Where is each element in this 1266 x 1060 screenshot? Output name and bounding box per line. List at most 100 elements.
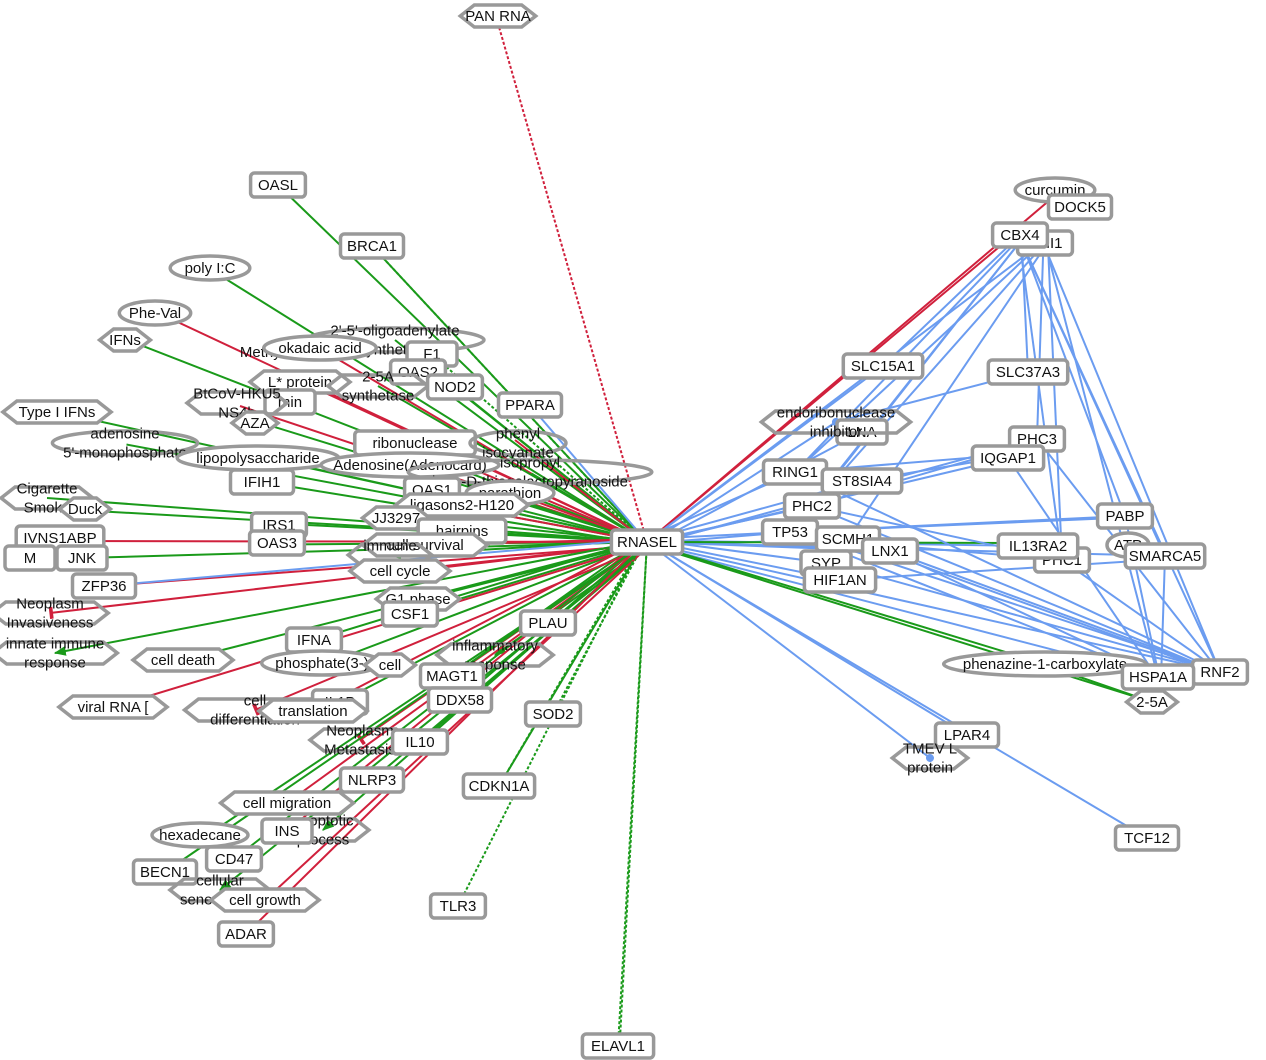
node-cdkn1a[interactable]: CDKN1A [461,772,537,800]
node-ribonuclease[interactable]: ribonuclease [353,429,477,457]
node-label: M [24,550,37,567]
node-tlr3[interactable]: TLR3 [428,892,488,920]
node-typei[interactable]: Type I IFNs [0,399,114,425]
node-phenazine[interactable]: phenazine-1-carboxylate [941,650,1149,678]
node-rnf2[interactable]: RNF2 [1190,658,1250,686]
node-a25[interactable]: 2-5A [1123,689,1181,715]
node-hspa1a[interactable]: HSPA1A [1120,663,1196,691]
node-hif1an[interactable]: HIF1AN [802,566,878,594]
node-rnasel[interactable]: RNASEL [609,528,685,556]
edge-PPARA-RNASEL-binding [527,402,651,546]
node-brca1[interactable]: BRCA1 [338,232,406,260]
box-shape [248,171,308,199]
node-okadaic[interactable]: okadaic acid [262,334,378,362]
node-slc15a1[interactable]: SLC15A1 [841,352,925,380]
hexagon-shape [256,698,370,724]
edge-CBX4-PABP-binding [1017,233,1129,520]
node-pabp[interactable]: PABP [1095,502,1155,530]
node-tcf12[interactable]: TCF12 [1113,824,1181,852]
node-label: PHC2 [792,498,832,515]
node-ins[interactable]: INS [260,817,314,845]
node-label: CSF1 [391,606,429,623]
node-cellx[interactable]: cell [361,652,419,678]
node-elavl1[interactable]: ELAVL1 [580,1032,656,1060]
ellipse-shape [117,299,193,327]
edge-CBX4-SMARCA5-binding [1016,231,1169,560]
box-shape [70,572,138,600]
node-viralrna[interactable]: viral RNA [ [56,694,170,720]
node-cellcycle[interactable]: cell cycle [347,558,453,584]
node-lpar4[interactable]: LPAR4 [933,721,1001,749]
node-becn1[interactable]: BECN1 [131,858,199,886]
node-hexadecane[interactable]: hexadecane [150,821,250,849]
box-shape [802,566,878,594]
node-nod2[interactable]: NOD2 [425,373,485,401]
node-phosphate[interactable]: phosphate(3-) [259,649,385,677]
node-pheval[interactable]: Phe-Val [117,299,193,327]
node-iqgap1[interactable]: IQGAP1 [970,444,1046,472]
node-polyic[interactable]: poly I:C [168,254,252,282]
box-shape [782,492,842,520]
node-cd47[interactable]: CD47 [204,845,264,873]
node-oas3[interactable]: OAS3 [247,529,307,557]
node-ifih1[interactable]: IFIH1 [228,468,296,496]
node-sod2[interactable]: SOD2 [523,700,583,728]
edge-RNF2-PHC1-binding [1058,556,1218,670]
node-ifna[interactable]: IFNA [284,626,344,654]
node-jj[interactable]: JJ3297 [359,505,433,531]
node-aza[interactable]: AZA [229,410,281,436]
node-ddx58[interactable]: DDX58 [426,686,494,714]
node-slc37a3[interactable]: SLC37A3 [986,358,1070,386]
node-st8sia4[interactable]: ST8SIA4 [820,467,904,495]
node-lnx1[interactable]: LNX1 [860,537,920,565]
node-ppara[interactable]: PPARA [496,391,564,419]
node-il10[interactable]: IL10 [390,728,450,756]
node-il13ra2[interactable]: IL13RA2 [996,532,1080,560]
node-cbx4[interactable]: CBX4 [990,221,1050,249]
node-smarca5[interactable]: SMARCA5 [1123,542,1207,570]
node-lps[interactable]: lipopolysaccharide [175,444,341,472]
box-shape [841,352,925,380]
node-label: INS [274,823,299,840]
node-label: OASL [258,177,298,194]
node-label: translation [278,703,347,720]
box-shape [970,444,1046,472]
node-phc2[interactable]: PHC2 [782,492,842,520]
node-label: Type I IFNs [19,404,96,421]
node-translation[interactable]: translation [256,698,370,724]
node-ivns1abp[interactable]: IVNS1ABP [14,524,106,552]
node-mx[interactable]: M [3,544,57,572]
node-survival[interactable]: cell survival [359,532,491,558]
node-ifns[interactable]: IFNs [96,327,154,353]
node-growth[interactable]: cell growth [208,887,322,913]
node-plau[interactable]: PLAU [518,609,578,637]
node-label: BECN1 [140,864,190,881]
node-pan_rna[interactable]: PAN RNA [457,3,539,29]
node-nlrp3[interactable]: NLRP3 [338,766,406,794]
node-death[interactable]: cell death [130,647,236,673]
hexagon-shape [0,600,112,626]
node-oasl[interactable]: OASL [248,171,308,199]
hexagon-shape [56,496,114,522]
node-ring1[interactable]: RING1 [761,458,829,486]
node-zfp36[interactable]: ZFP36 [70,572,138,600]
node-magt1[interactable]: MAGT1 [418,662,486,690]
node-curcumin[interactable]: curcumin [1013,176,1097,204]
node-jnk[interactable]: JNK [55,544,109,572]
node-adar[interactable]: ADAR [216,920,276,948]
node-dock5[interactable]: DOCK5 [1046,193,1114,221]
node-migration[interactable]: cell migration [217,790,357,816]
edge-CBX4-PHC1-binding [1017,233,1066,564]
node-duck[interactable]: Duck [56,496,114,522]
node-tp53[interactable]: TP53 [760,518,820,546]
node-csf1[interactable]: CSF1 [380,600,440,628]
